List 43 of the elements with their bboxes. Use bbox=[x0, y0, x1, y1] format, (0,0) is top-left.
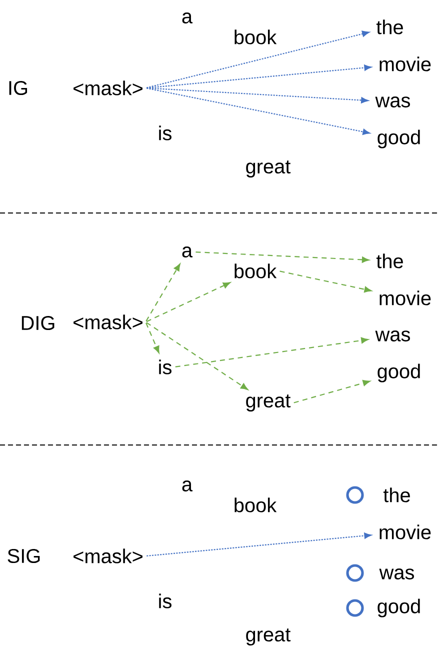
word: movie bbox=[380, 56, 431, 72]
arrow bbox=[146, 88, 370, 135]
word: book bbox=[234, 498, 277, 512]
arrow bbox=[146, 322, 248, 390]
word: good bbox=[378, 364, 420, 382]
word: is bbox=[159, 126, 172, 140]
arrow bbox=[196, 252, 370, 263]
arrow bbox=[146, 322, 160, 354]
arrow bbox=[146, 264, 180, 322]
word: good bbox=[378, 598, 420, 618]
word: was bbox=[379, 568, 414, 580]
arrow bbox=[280, 270, 372, 292]
arrow bbox=[146, 532, 372, 556]
word: <mask> bbox=[74, 548, 142, 564]
word: a bbox=[182, 12, 193, 24]
word: movie bbox=[380, 524, 431, 540]
word: great bbox=[246, 160, 291, 178]
word: the bbox=[376, 254, 403, 268]
word: a bbox=[182, 480, 193, 492]
word: great bbox=[246, 628, 291, 646]
word: good bbox=[378, 130, 420, 148]
word: was bbox=[375, 96, 410, 108]
method-label: SIG bbox=[8, 548, 40, 564]
word: is bbox=[159, 360, 172, 374]
word: movie bbox=[380, 290, 431, 306]
arrow bbox=[146, 30, 370, 88]
word: book bbox=[234, 30, 277, 44]
arrow bbox=[146, 282, 230, 322]
word: was bbox=[375, 330, 410, 342]
word: book bbox=[234, 264, 277, 278]
word: great bbox=[246, 394, 291, 412]
arrow bbox=[146, 88, 368, 104]
word: is bbox=[159, 594, 172, 608]
word: <mask> bbox=[74, 314, 142, 330]
word: the bbox=[376, 20, 403, 34]
word: the bbox=[383, 488, 410, 502]
word: <mask> bbox=[74, 80, 142, 96]
method-label: DIG bbox=[22, 316, 54, 330]
word: a bbox=[182, 246, 193, 258]
arrow bbox=[175, 337, 368, 368]
arrow bbox=[146, 64, 372, 88]
method-label: IG bbox=[9, 80, 28, 96]
arrow bbox=[294, 380, 370, 404]
